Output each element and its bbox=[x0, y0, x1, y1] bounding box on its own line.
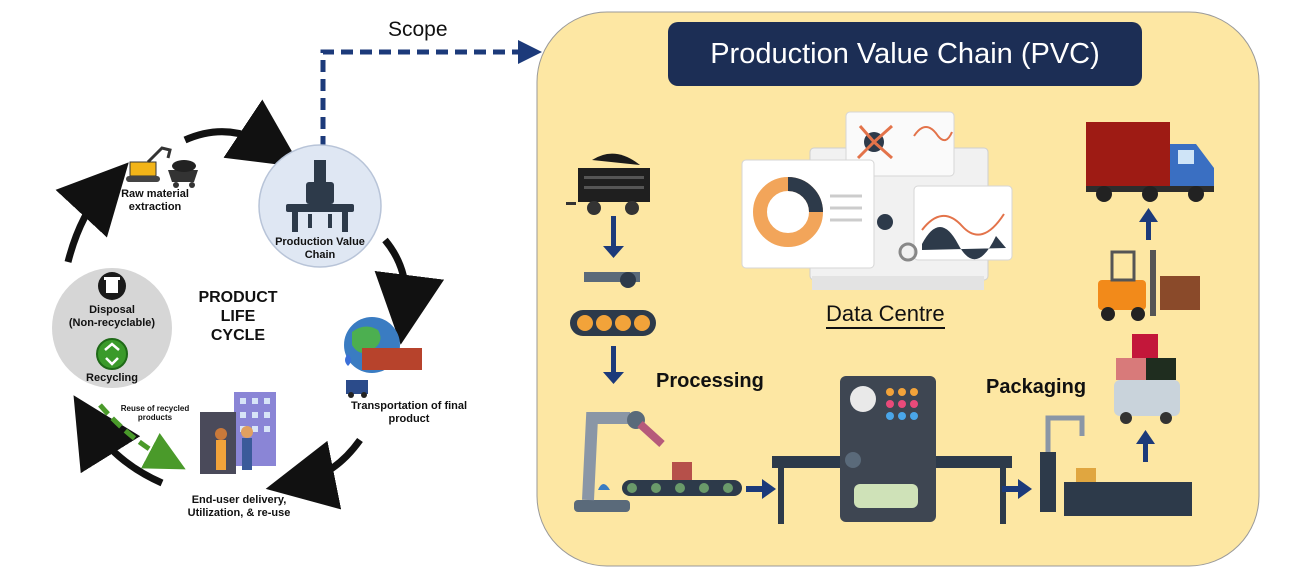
control-machine-icon bbox=[772, 376, 1012, 524]
excavator-icon bbox=[126, 146, 198, 188]
recycling-label: Recycling bbox=[86, 372, 138, 384]
scope-arrowhead bbox=[518, 40, 542, 64]
packaging-machine-icon bbox=[1040, 415, 1192, 516]
processing-belt-icon bbox=[622, 462, 742, 496]
machine-icon bbox=[286, 160, 354, 232]
reuse-arrow bbox=[98, 403, 186, 470]
ore-conveyor-icon bbox=[570, 272, 656, 336]
packaging-label: Packaging bbox=[986, 376, 1087, 398]
data-centre-label: Data Centre bbox=[826, 302, 945, 329]
pvc-flow-arrows bbox=[603, 208, 1158, 499]
coal-cart-icon bbox=[566, 153, 650, 215]
recycle-icon bbox=[96, 338, 128, 370]
end-user-label: End-user delivery,Utilization, & re-use bbox=[187, 494, 291, 519]
data-centre-dashboard-icon bbox=[741, 111, 1013, 290]
forklift-icon bbox=[1098, 250, 1200, 321]
scope-label: Scope bbox=[388, 18, 448, 41]
building-workers-icon bbox=[200, 392, 276, 474]
robot-arm-icon bbox=[574, 411, 665, 512]
cart-boxes-icon bbox=[1114, 334, 1180, 424]
delivery-truck-icon bbox=[1086, 122, 1214, 202]
disposal-node-circle bbox=[52, 268, 172, 388]
lifecycle-arrows bbox=[55, 99, 445, 510]
globe-truck-icon bbox=[344, 317, 422, 398]
disposal-label: Disposal(Non-recyclable) bbox=[68, 304, 156, 329]
lifecycle-center-title: PRODUCT LIFE CYCLE bbox=[198, 289, 278, 344]
pvc-title: Production Value Chain (PVC) bbox=[668, 22, 1142, 86]
scope-arrow bbox=[320, 49, 520, 148]
processing-label: Processing bbox=[656, 370, 764, 392]
